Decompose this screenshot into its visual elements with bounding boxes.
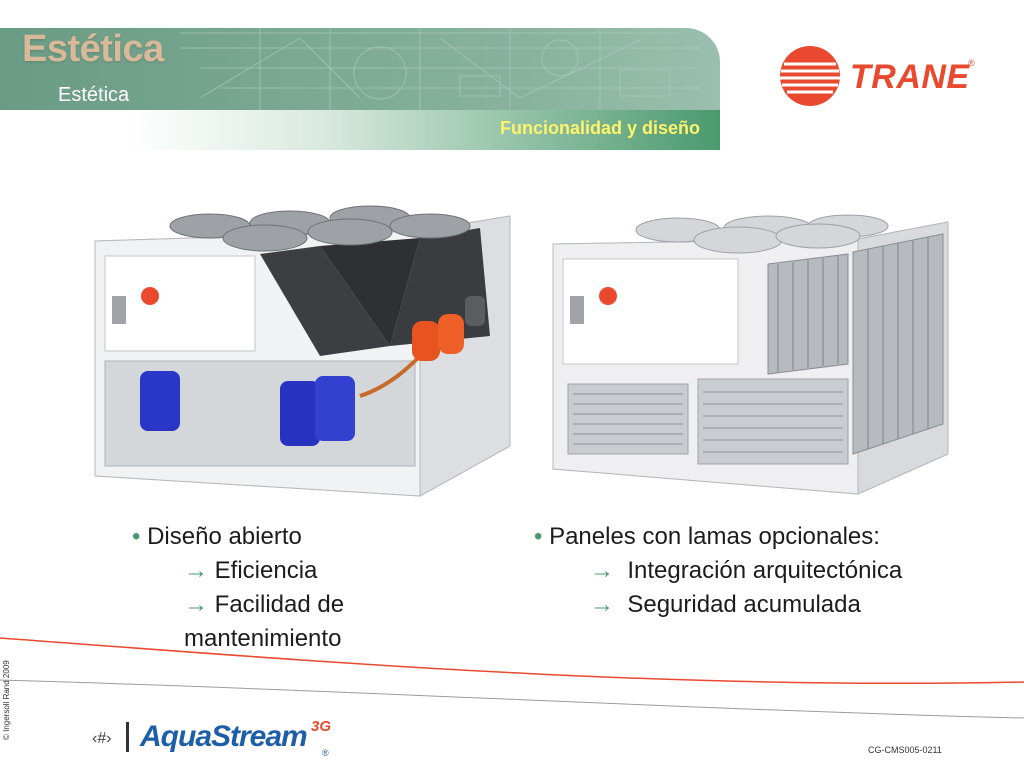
sub-bullet-text: Seguridad acumulada bbox=[627, 591, 861, 618]
footer-swoosh bbox=[0, 637, 1024, 719]
header-banner bbox=[0, 28, 720, 110]
sub-bullet-item: → Integración arquitectónica bbox=[534, 554, 974, 588]
arrow-right-icon: → bbox=[590, 591, 614, 618]
arrow-right-icon: → bbox=[184, 557, 208, 584]
bullet-dot: • bbox=[534, 523, 543, 550]
page-title: Estética bbox=[22, 28, 164, 70]
chiller-louvered-panels-image bbox=[552, 214, 949, 495]
blueprint-pattern bbox=[180, 28, 700, 110]
sub-bullet-text: Facilidad de bbox=[214, 591, 345, 618]
aquastream-registered-mark: ® bbox=[322, 748, 329, 758]
trane-circle-icon bbox=[780, 46, 840, 106]
bullet-item: • Diseño abierto bbox=[132, 520, 432, 554]
right-bullet-list: • Paneles con lamas opcionales: → Integr… bbox=[534, 520, 974, 622]
arrow-right-icon: → bbox=[590, 557, 614, 584]
page-subtitle: Estética bbox=[58, 84, 130, 106]
tagline-strip: Funcionalidad y diseño bbox=[0, 110, 720, 150]
sub-bullet-text: Eficiencia bbox=[214, 557, 318, 584]
chiller-open-design-image bbox=[94, 205, 511, 497]
left-bullet-list: • Diseño abierto → Eficiencia → Facilida… bbox=[132, 520, 432, 656]
arrow-right-icon: → bbox=[184, 591, 208, 618]
sub-bullet-text: Integración arquitectónica bbox=[627, 557, 903, 584]
sub-bullet-item: → Eficiencia bbox=[132, 554, 432, 588]
trane-logo: TRANE ® bbox=[778, 44, 988, 108]
page-number: ‹#› bbox=[92, 730, 112, 747]
aquastream-logo: AquaStream bbox=[140, 720, 308, 753]
sub-bullet-item: → Seguridad acumulada bbox=[534, 588, 974, 622]
footer-separator bbox=[126, 722, 129, 752]
tagline: Funcionalidad y diseño bbox=[499, 118, 700, 138]
document-code: CG-CMS005-0211 bbox=[868, 745, 942, 755]
bullet-text: Paneles con lamas opcionales: bbox=[549, 523, 880, 550]
bullet-dot: • bbox=[132, 523, 141, 550]
bullet-text: Diseño abierto bbox=[147, 523, 302, 550]
logo-text: TRANE bbox=[850, 58, 970, 96]
copyright-text: © Ingersoll Rand 2009 bbox=[2, 660, 11, 740]
logo-registered-mark: ® bbox=[968, 58, 975, 68]
bullet-item: • Paneles con lamas opcionales: bbox=[534, 520, 974, 554]
sub-bullet-continuation: mantenimiento bbox=[184, 625, 342, 652]
aquastream-3g-mark: 3G bbox=[311, 718, 332, 735]
sub-bullet-item: → Facilidad de bbox=[132, 588, 432, 622]
